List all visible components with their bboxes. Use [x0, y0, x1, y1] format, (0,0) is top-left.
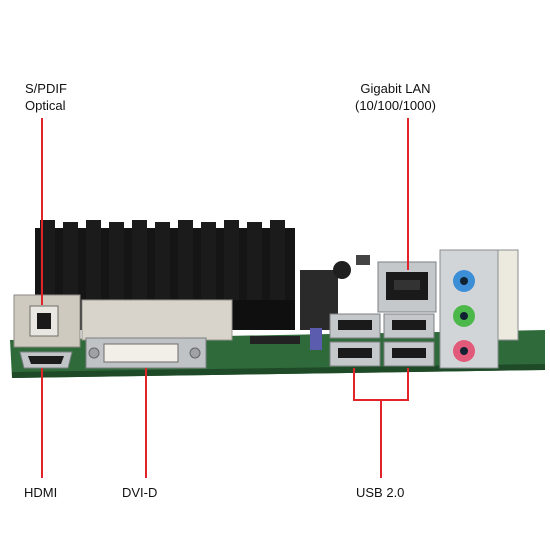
hdmi-port-icon — [19, 351, 73, 369]
spdif-label: S/PDIF Optical — [25, 80, 67, 114]
dvi-label: DVI-D — [122, 485, 158, 500]
lan-label-line1: Gigabit LAN — [360, 81, 431, 96]
audio-jack-icon — [439, 249, 519, 369]
callout-usb-left — [353, 368, 409, 401]
usb-label: USB 2.0 — [356, 485, 405, 500]
lan-port-icon — [377, 261, 437, 313]
dvi-port-icon — [81, 299, 233, 369]
optical-port-icon — [13, 294, 81, 348]
lan-label: Gigabit LAN (10/100/1000) — [355, 80, 436, 114]
lan-label-line2: (10/100/1000) — [355, 98, 436, 113]
spdif-label-line1: S/PDIF — [25, 81, 67, 96]
usb-port-icon — [329, 313, 435, 367]
callout-lines — [41, 118, 409, 478]
hdmi-label: HDMI — [24, 485, 58, 500]
spdif-label-line2: Optical — [25, 98, 66, 113]
